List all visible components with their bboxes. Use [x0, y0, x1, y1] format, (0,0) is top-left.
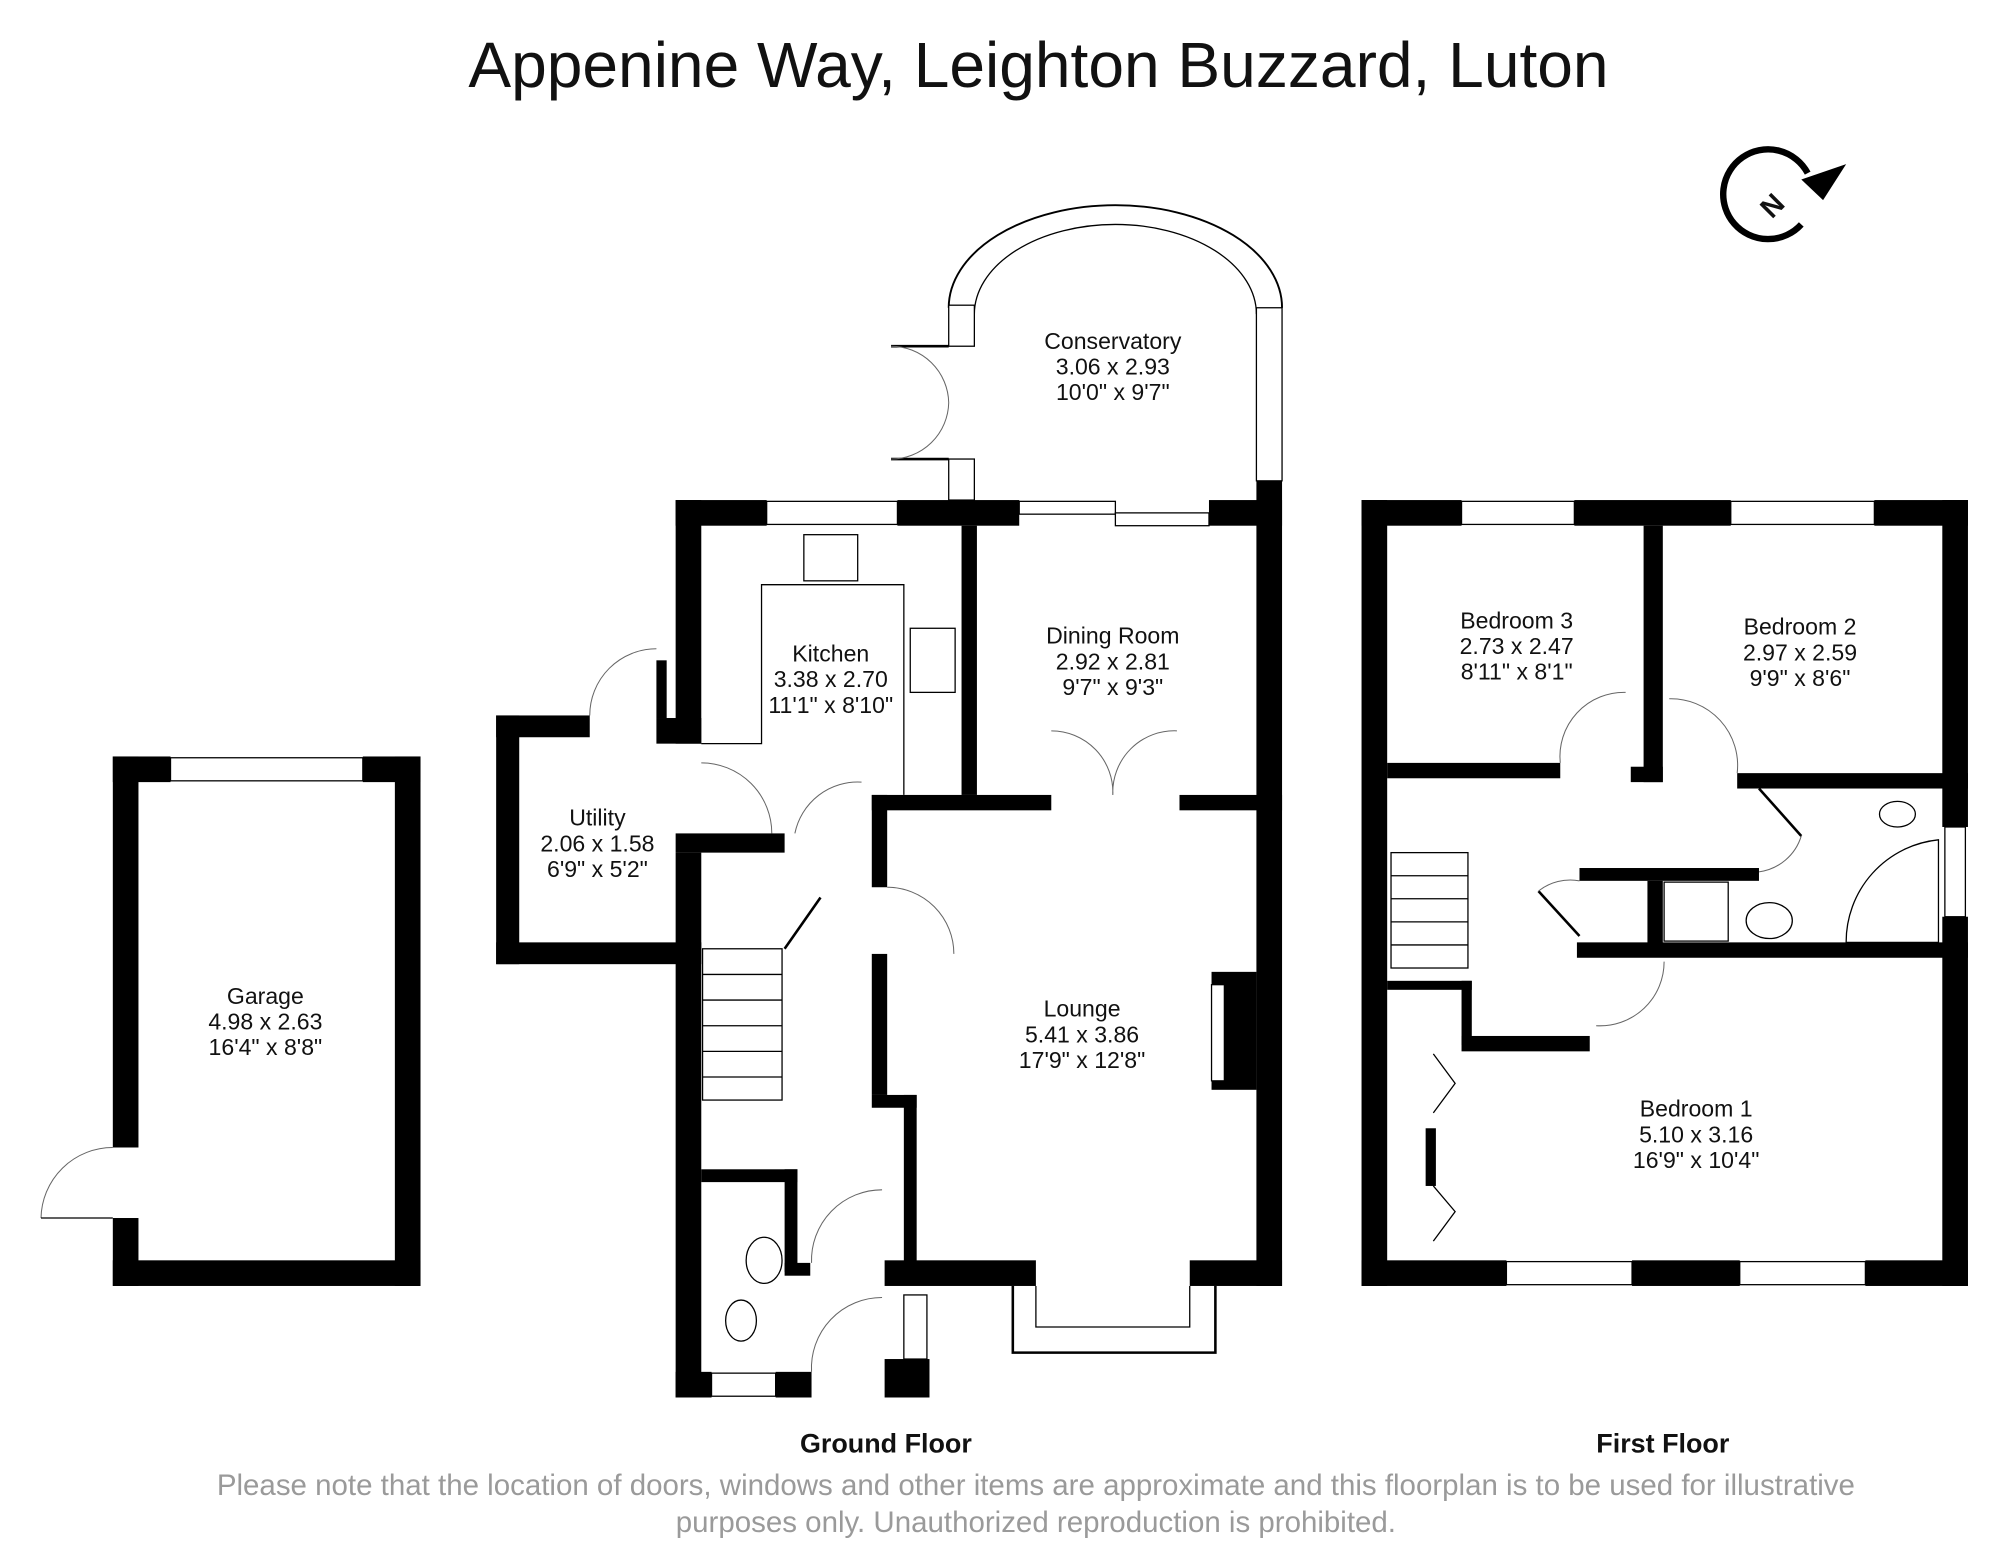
room-label-conservatory: Conservatory 3.06 x 2.93 10'0" x 9'7" — [1044, 328, 1182, 405]
room-label-dining-room: Dining Room 2.92 x 2.81 9'7" x 9'3" — [1046, 623, 1179, 700]
svg-text:Lounge: Lounge — [1044, 996, 1121, 1022]
svg-text:8'11" x 8'1": 8'11" x 8'1" — [1461, 659, 1573, 685]
svg-text:Bedroom 3: Bedroom 3 — [1460, 607, 1573, 633]
svg-text:3.06 x 2.93: 3.06 x 2.93 — [1056, 353, 1170, 379]
svg-text:16'4" x 8'8": 16'4" x 8'8" — [209, 1034, 323, 1060]
room-label-bedroom-3: Bedroom 3 2.73 x 2.47 8'11" x 8'1" — [1460, 607, 1574, 684]
svg-text:Kitchen: Kitchen — [792, 641, 869, 667]
svg-text:4.98 x 2.63: 4.98 x 2.63 — [208, 1009, 322, 1035]
ground-floor-label: Ground Floor — [800, 1429, 972, 1459]
room-label-bedroom-2: Bedroom 2 2.97 x 2.59 9'9" x 8'6" — [1743, 614, 1857, 691]
svg-text:Bedroom 2: Bedroom 2 — [1744, 614, 1857, 640]
svg-text:2.73 x 2.47: 2.73 x 2.47 — [1460, 633, 1574, 659]
svg-text:2.06 x 1.58: 2.06 x 1.58 — [540, 830, 654, 856]
svg-text:Dining Room: Dining Room — [1046, 623, 1179, 649]
room-label-lounge: Lounge 5.41 x 3.86 17'9" x 12'8" — [1019, 996, 1145, 1073]
room-label-bedroom-1: Bedroom 1 5.10 x 3.16 16'9" x 10'4" — [1633, 1096, 1759, 1173]
svg-text:Garage: Garage — [227, 983, 304, 1009]
svg-text:9'9" x 8'6": 9'9" x 8'6" — [1750, 665, 1851, 691]
svg-text:17'9" x 12'8": 17'9" x 12'8" — [1019, 1047, 1145, 1073]
disclaimer-line-2: purposes only. Unauthorized reproduction… — [676, 1506, 1396, 1539]
svg-text:3.38 x 2.70: 3.38 x 2.70 — [774, 666, 888, 692]
room-label-garage: Garage 4.98 x 2.63 16'4" x 8'8" — [208, 983, 322, 1060]
svg-text:Utility: Utility — [569, 805, 626, 831]
svg-text:Bedroom 1: Bedroom 1 — [1640, 1096, 1753, 1122]
conservatory-plan — [891, 204, 1284, 501]
svg-text:6'9" x 5'2": 6'9" x 5'2" — [547, 856, 648, 882]
svg-text:9'7" x 9'3": 9'7" x 9'3" — [1062, 674, 1163, 700]
room-label-utility: Utility 2.06 x 1.58 6'9" x 5'2" — [540, 805, 654, 882]
svg-text:2.97 x 2.59: 2.97 x 2.59 — [1743, 639, 1857, 665]
first-floor-label: First Floor — [1596, 1429, 1730, 1459]
garage-plan — [40, 756, 421, 1286]
svg-text:11'1" x 8'10": 11'1" x 8'10" — [768, 692, 893, 718]
svg-text:5.10 x 3.16: 5.10 x 3.16 — [1639, 1121, 1753, 1147]
compass-icon: N — [1720, 146, 1847, 243]
room-label-kitchen: Kitchen 3.38 x 2.70 11'1" x 8'10" — [768, 641, 893, 718]
svg-text:16'9" x 10'4": 16'9" x 10'4" — [1633, 1147, 1759, 1173]
page-title: Appenine Way, Leighton Buzzard, Luton — [468, 29, 1608, 101]
svg-text:Conservatory: Conservatory — [1044, 328, 1182, 354]
svg-text:2.92 x 2.81: 2.92 x 2.81 — [1056, 648, 1170, 674]
ground-floor-plan — [496, 480, 1283, 1398]
disclaimer-line-1: Please note that the location of doors, … — [217, 1469, 1855, 1502]
svg-text:10'0" x 9'7": 10'0" x 9'7" — [1056, 379, 1170, 405]
first-floor-plan — [1361, 500, 1968, 1286]
svg-text:5.41 x 3.86: 5.41 x 3.86 — [1025, 1021, 1139, 1047]
compass-north-label: N — [1753, 187, 1790, 224]
